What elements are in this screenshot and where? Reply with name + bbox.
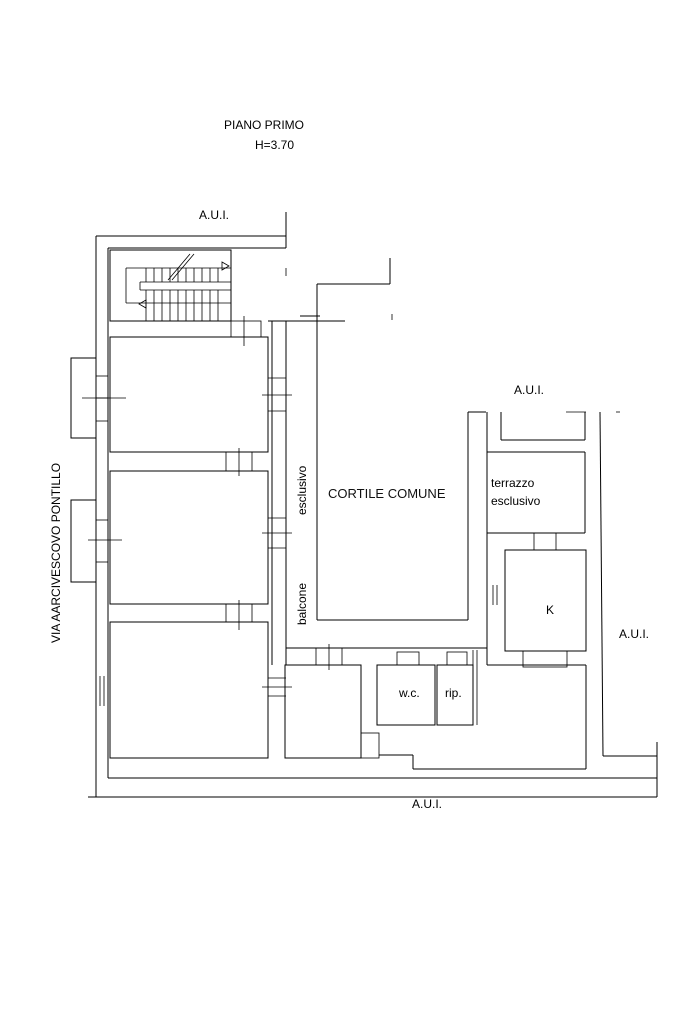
street-label: VIA AARCIVESCOVO PONTILLO [49, 463, 63, 643]
staircase [109, 249, 232, 322]
bottom-rooms: w.c. rip. [284, 644, 587, 770]
courtyard-label: CORTILE COMUNE [328, 486, 446, 501]
bay-windows [70, 357, 126, 706]
terrace-label-line2: esclusivo [491, 494, 541, 508]
storage-label: rip. [445, 686, 462, 700]
terrace-label-line1: terrazzo [491, 476, 535, 490]
aui-label-right-top: A.U.I. [514, 383, 544, 397]
balcony: esclusivo balcone [262, 315, 487, 697]
balcony-label-balcone: balcone [295, 583, 309, 625]
aui-label-right: A.U.I. [619, 627, 649, 641]
balcony-label-esclusivo: esclusivo [295, 465, 309, 515]
wc-label: w.c. [398, 686, 420, 700]
outer-walls [88, 212, 658, 798]
aui-label-bottom: A.U.I. [412, 797, 442, 811]
courtyard: CORTILE COMUNE [316, 258, 486, 621]
left-rooms [109, 316, 269, 759]
height-label: H=3.70 [255, 138, 294, 152]
kitchen-label: K [546, 603, 554, 617]
right-block: terrazzo esclusivo K [486, 411, 657, 757]
plan-title: PIANO PRIMO [224, 118, 304, 132]
aui-label-top: A.U.I. [199, 208, 229, 222]
